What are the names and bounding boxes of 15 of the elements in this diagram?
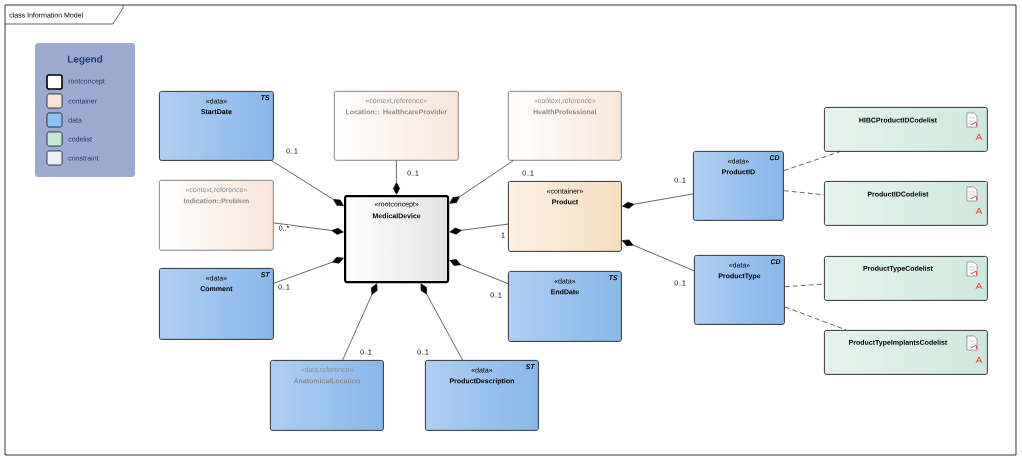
- composition-line: [622, 239, 695, 272]
- composition-line: [449, 223, 509, 235]
- composition-line: [449, 160, 514, 204]
- composition-line: [273, 222, 344, 235]
- composition-line: [271, 160, 344, 207]
- composition-line: [273, 256, 344, 284]
- dependency-line: [783, 151, 840, 171]
- dependency-line: [783, 190, 825, 196]
- composition-line: [342, 283, 378, 361]
- composition-line: [449, 259, 509, 284]
- dependency-line: [784, 306, 847, 331]
- composition-line: [420, 283, 463, 361]
- composition-line: [622, 193, 694, 209]
- dependency-line: [784, 283, 825, 288]
- composition-line: [393, 160, 400, 195]
